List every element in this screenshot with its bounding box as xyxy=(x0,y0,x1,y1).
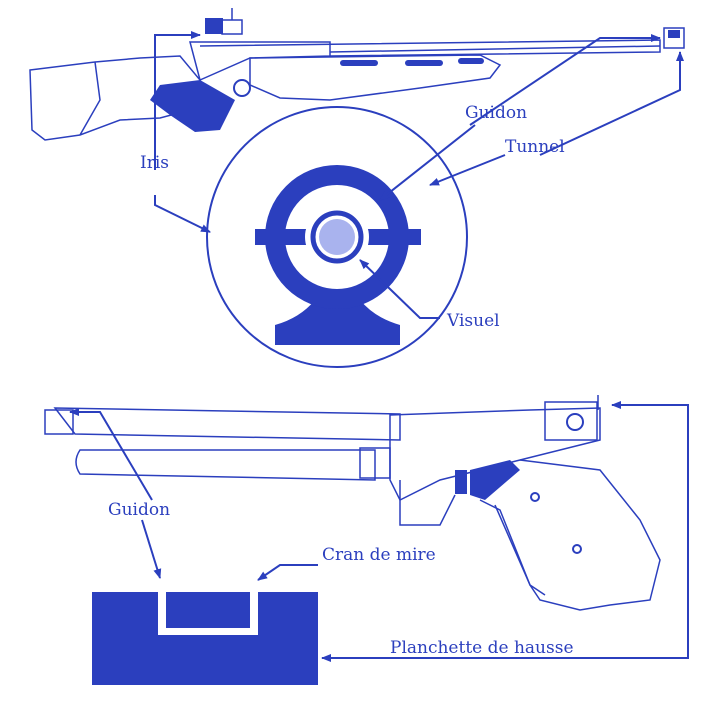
sight-picture xyxy=(206,106,468,368)
label-planchette: Planchette de hausse xyxy=(390,638,574,658)
trigger-guard xyxy=(399,480,456,526)
front-sight-tunnel xyxy=(663,27,685,49)
bolt-knob xyxy=(233,79,251,97)
pistol-front-sight xyxy=(44,409,74,435)
pistol-illustration xyxy=(44,395,661,611)
guidon-top-arrow-1 xyxy=(469,34,661,126)
pistol-grip xyxy=(479,459,661,611)
tunnel-arrow-1 xyxy=(539,51,684,156)
pistol-grip-top xyxy=(470,460,520,500)
iris-circle xyxy=(206,106,468,368)
planchette-arrow-1 xyxy=(385,401,689,659)
rear-sight-iris xyxy=(205,18,223,34)
label-cran: Cran de mire xyxy=(322,545,436,565)
iris-arrow-up xyxy=(154,31,201,170)
visuel-arrow xyxy=(359,259,440,319)
cran-arrow xyxy=(257,564,318,581)
visuel-dot xyxy=(319,219,355,255)
rear-sight-notch-plate xyxy=(92,592,318,685)
guidon-bottom-arrow-2 xyxy=(141,519,162,579)
tunnel-arrow-2 xyxy=(429,154,506,186)
rifle-grip xyxy=(150,80,235,132)
rifle-foreend xyxy=(249,54,502,101)
pistol-barrel xyxy=(53,407,401,441)
rifle-illustration xyxy=(29,8,685,141)
label-guidon-bottom: Guidon xyxy=(108,500,170,520)
guidon-top-arrow-2 xyxy=(379,124,476,201)
label-guidon-top: Guidon xyxy=(465,103,527,123)
rifle-receiver xyxy=(189,41,331,82)
label-tunnel: Tunnel xyxy=(505,137,565,157)
iris-arrow-down xyxy=(154,195,211,233)
label-iris: Iris xyxy=(140,153,169,173)
rifle-stock-line xyxy=(79,61,101,136)
label-visuel: Visuel xyxy=(446,311,500,331)
pistol-rear-sight xyxy=(544,401,598,441)
post-pillar xyxy=(275,290,400,345)
pistol-cylinder xyxy=(75,449,376,481)
guidon-bottom-arrow-1 xyxy=(69,408,153,501)
